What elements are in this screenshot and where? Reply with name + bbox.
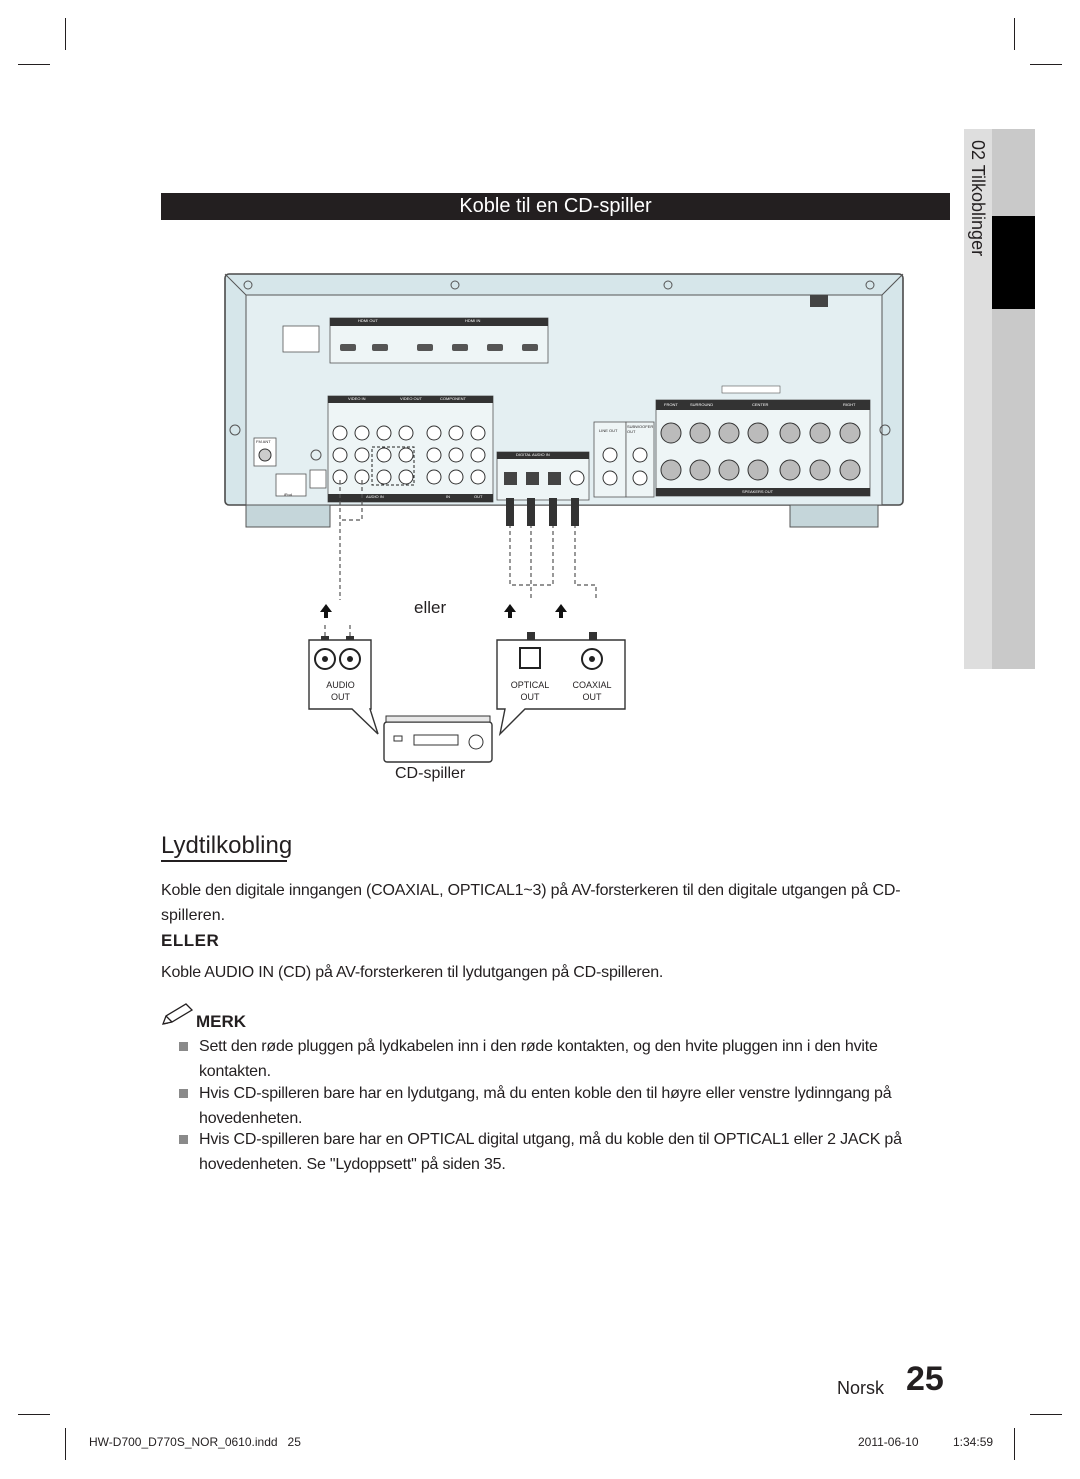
note-item: Hvis CD-spilleren bare har en lydutgang,… xyxy=(199,1085,892,1127)
receiver-label-video-in: VIDEO IN xyxy=(348,396,366,401)
paragraph-1: Koble den digitale inngangen (COAXIAL, O… xyxy=(161,878,951,928)
receiver-label-video-out: VIDEO OUT xyxy=(400,396,423,401)
receiver-label-center: CENTER xyxy=(752,402,769,407)
receiver-label-digital-audio-in: DIGITAL AUDIO IN xyxy=(516,452,550,457)
footer-time: 1:34:59 xyxy=(953,1435,994,1449)
receiver-label-line-out: LINE OUT xyxy=(599,428,618,433)
receiver-label-surround: SURROUND xyxy=(690,402,714,407)
receiver-label-fm-ant: FM ANT xyxy=(256,439,271,444)
page-language: Norsk xyxy=(837,1378,885,1398)
receiver-label-speakers-out: SPEAKERS OUT xyxy=(742,489,774,494)
crop-mark xyxy=(1030,1414,1062,1415)
pencil-icon xyxy=(161,1003,194,1025)
receiver-label-in: IN xyxy=(446,494,450,499)
section-title: Koble til en CD-spiller xyxy=(161,193,950,220)
receiver-back-panel xyxy=(224,273,904,528)
receiver-label-subwoofer-out: SUBWOOFER OUT xyxy=(627,424,654,434)
connection-diagram xyxy=(224,273,904,763)
plugs xyxy=(321,498,597,654)
crop-mark xyxy=(1014,18,1015,50)
receiver-label-audio-in: AUDIO IN xyxy=(366,494,384,499)
footer-file: HW-D700_D770S_NOR_0610.indd 25 xyxy=(89,1435,301,1449)
audio-out-callout xyxy=(308,639,379,735)
receiver-label-ipod: iPod xyxy=(284,492,293,497)
crop-mark xyxy=(1030,64,1062,65)
digital-out-callout xyxy=(496,639,626,737)
heading-underline xyxy=(161,860,287,862)
receiver-label-hdmi-in: HDMI IN xyxy=(465,318,481,323)
note-item: Sett den røde pluggen på lydkabelen inn … xyxy=(199,1038,878,1080)
chapter-label: 02 Tilkoblinger xyxy=(968,140,988,257)
chapter-tab-marker xyxy=(992,216,1035,309)
page-number: 25 xyxy=(906,1360,944,1398)
crop-mark xyxy=(18,64,50,65)
receiver-label-component: COMPONENT xyxy=(440,396,466,401)
note-item: Hvis CD-spilleren bare har en OPTICAL di… xyxy=(199,1131,902,1173)
arrow-icons xyxy=(320,604,567,618)
cd-player-label: CD-spiller xyxy=(395,765,466,782)
section-heading: Lydtilkobling xyxy=(161,832,293,859)
paragraph-2: Koble AUDIO IN (CD) på AV-forsterkeren t… xyxy=(161,964,664,981)
bullet-icon xyxy=(179,1042,188,1051)
crop-mark xyxy=(65,18,66,50)
receiver-label-front: FRONT xyxy=(664,402,678,407)
cd-player-icon xyxy=(383,715,493,763)
crop-mark xyxy=(65,1428,66,1460)
footer-date: 2011-06-10 xyxy=(858,1435,919,1449)
note-heading: MERK xyxy=(196,1012,247,1031)
paragraph-1-line-1: Koble den digitale inngangen (COAXIAL, O… xyxy=(161,882,901,899)
receiver-label-right: RIGHT xyxy=(843,402,856,407)
bullet-icon xyxy=(179,1089,188,1098)
or-heading: ELLER xyxy=(161,931,220,950)
bullet-icon xyxy=(179,1135,188,1144)
crop-mark xyxy=(1014,1428,1015,1460)
or-label: eller xyxy=(414,598,447,617)
crop-mark xyxy=(18,1414,50,1415)
paragraph-1-line-2: spilleren. xyxy=(161,907,226,924)
receiver-label-hdmi-out: HDMI OUT xyxy=(358,318,378,323)
receiver-label-out: OUT xyxy=(474,494,483,499)
